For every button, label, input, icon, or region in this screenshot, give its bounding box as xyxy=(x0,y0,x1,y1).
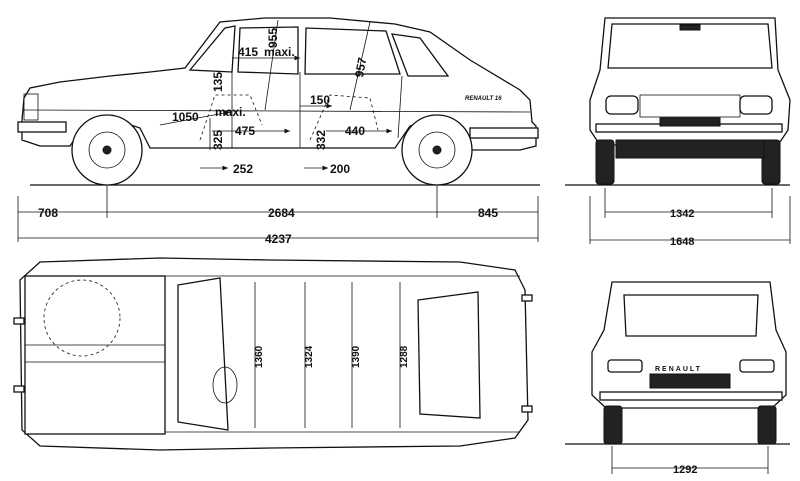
rear-tire-left xyxy=(603,405,623,445)
rear-bumper xyxy=(599,391,783,401)
side-rear-hub-center xyxy=(432,145,442,155)
rear-badge: RENAULT xyxy=(655,366,702,373)
side-dim-1050-line xyxy=(159,110,231,126)
top-rear-light-left xyxy=(521,294,533,302)
front-windshield xyxy=(607,23,773,69)
side-rear-hub xyxy=(418,131,456,169)
rear-tire-right xyxy=(757,405,777,445)
rear-view: RENAULT 1292 xyxy=(565,281,790,476)
top-rear-light-right xyxy=(521,405,533,413)
top-windshield xyxy=(177,277,229,431)
side-dim-415: 415 xyxy=(238,45,258,59)
dim-4237: 4237 xyxy=(265,232,292,246)
top-dim-1390: 1390 xyxy=(351,345,362,368)
side-rear-bumper xyxy=(469,127,539,139)
dim-845: 845 xyxy=(478,206,498,220)
top-view: 1360 1324 1390 1288 xyxy=(13,257,533,451)
side-front-bumper xyxy=(17,121,67,133)
rear-window xyxy=(623,294,759,337)
side-grille xyxy=(23,93,39,121)
top-spare-wheel xyxy=(43,279,121,357)
side-dim-957: 957 xyxy=(352,56,369,78)
side-dim-252: 252 xyxy=(233,162,253,176)
side-dim-325: 325 xyxy=(211,130,225,150)
side-belt-line xyxy=(23,109,531,113)
top-rear-window xyxy=(417,291,481,419)
side-window-mid xyxy=(237,26,299,75)
side-window-front xyxy=(188,25,236,73)
side-door-line-3 xyxy=(397,75,403,139)
dim-708: 708 xyxy=(38,206,58,220)
front-plate xyxy=(659,117,721,127)
rear-light-right xyxy=(739,359,775,373)
side-dim-475: 475 xyxy=(235,124,255,138)
front-dim-1342: 1342 xyxy=(670,208,694,220)
side-dim-maxi-rear: maxi. xyxy=(264,45,295,59)
side-front-hub-center xyxy=(102,145,112,155)
front-tire-right xyxy=(761,139,781,185)
top-mirror-front-left xyxy=(13,317,25,325)
front-underbody xyxy=(615,139,765,159)
side-dim-200: 200 xyxy=(330,162,350,176)
side-window-quarter xyxy=(390,33,450,77)
top-hood xyxy=(24,275,166,435)
side-rear-seat-outline xyxy=(309,94,379,141)
side-dim-1050: 1050 xyxy=(172,110,199,124)
side-badge: RENAULT 16 xyxy=(465,96,502,102)
front-dim-1648: 1648 xyxy=(670,236,694,248)
front-headlight-right xyxy=(739,95,773,115)
side-dim-135: 135 xyxy=(211,72,225,92)
top-mirror-front-right xyxy=(13,385,25,393)
side-dim-957-line xyxy=(349,21,371,111)
side-dim-332: 332 xyxy=(314,130,328,150)
front-view: 1342 1648 xyxy=(565,17,791,248)
top-steering-wheel xyxy=(212,366,238,404)
side-dim-150: 150 xyxy=(310,93,330,107)
side-dim-maxi-front: maxi. xyxy=(215,105,246,119)
side-front-seat-outline xyxy=(199,94,263,141)
top-dim-1288: 1288 xyxy=(399,345,410,368)
side-dim-955: 955 xyxy=(266,28,280,48)
dim-2684: 2684 xyxy=(268,206,295,220)
side-dim-440: 440 xyxy=(345,124,365,138)
side-view: RENAULT 16 1050 maxi. 475 325 252 415 ma… xyxy=(17,17,540,246)
rear-dim-1292: 1292 xyxy=(673,464,697,476)
front-tire-left xyxy=(595,139,615,185)
rear-plate xyxy=(649,373,731,389)
side-window-rear xyxy=(304,27,401,75)
side-dim-955-line xyxy=(264,19,279,111)
rear-light-left xyxy=(607,359,643,373)
front-headlight-left xyxy=(605,95,639,115)
top-dim-1324: 1324 xyxy=(304,345,315,368)
side-front-hub xyxy=(88,131,126,169)
front-mirror xyxy=(679,24,701,31)
top-dim-1360: 1360 xyxy=(254,345,265,368)
